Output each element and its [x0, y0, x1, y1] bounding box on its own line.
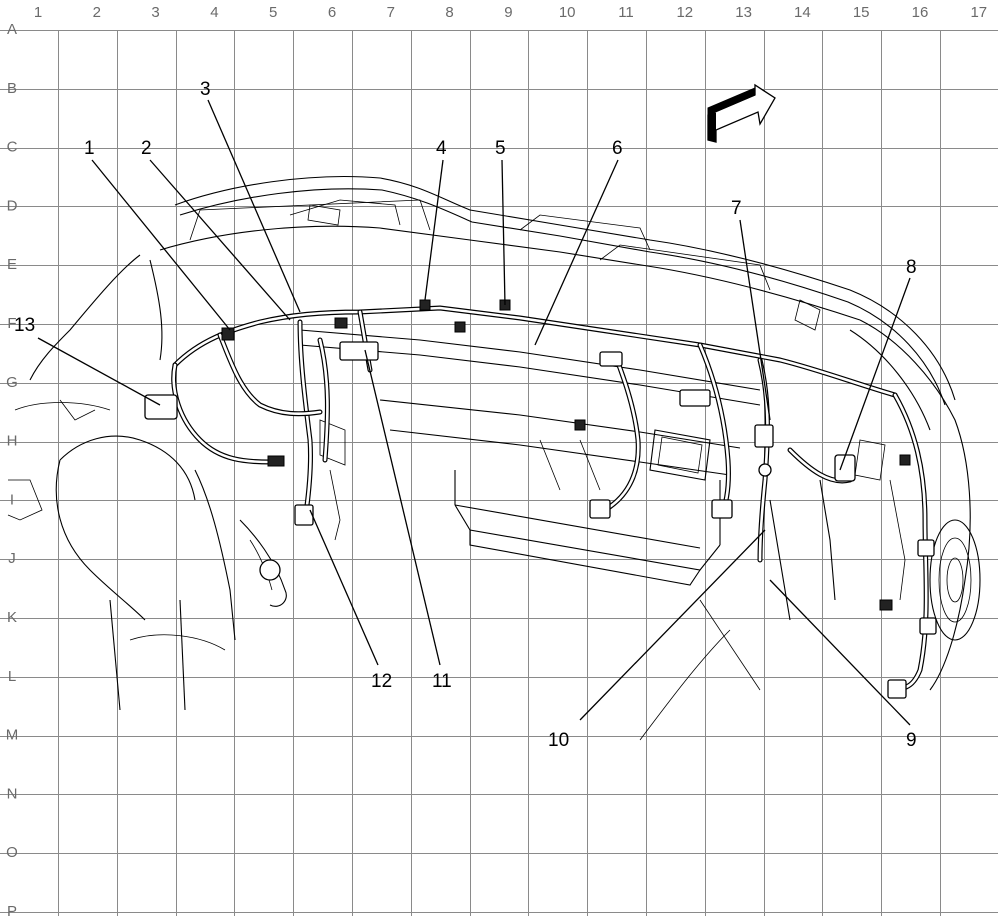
- column-label: 17: [970, 4, 987, 21]
- column-label: 12: [676, 4, 693, 21]
- callout-labels: 1 2 3 4 5 6 7 8 9 10 11 12 13: [14, 79, 917, 751]
- callout-1: 1: [84, 138, 95, 159]
- callout-12: 12: [371, 671, 392, 692]
- callout-4: 4: [436, 138, 447, 159]
- callout-6: 6: [612, 138, 623, 159]
- callout-leader-line: [769, 579, 911, 726]
- callout-2: 2: [141, 138, 152, 159]
- callout-leader-line: [579, 529, 766, 721]
- column-label: 16: [912, 4, 929, 21]
- callout-leader-line: [839, 277, 911, 471]
- row-label: L: [8, 668, 16, 685]
- column-label: 13: [735, 4, 752, 21]
- row-label: O: [6, 844, 18, 861]
- callout-8: 8: [906, 257, 917, 278]
- column-label: 10: [559, 4, 576, 21]
- column-label: 14: [794, 4, 811, 21]
- column-label: 8: [445, 4, 453, 21]
- callout-leader-line: [424, 159, 444, 301]
- callout-leader-line: [149, 159, 291, 321]
- row-labels: A B C D E F G H I J K L M N O P: [6, 21, 19, 916]
- row-label: N: [7, 785, 18, 802]
- callout-leader-line: [739, 219, 771, 421]
- row-label: P: [7, 903, 17, 916]
- callout-leader-line: [37, 337, 161, 406]
- row-label: C: [7, 139, 18, 156]
- callout-7: 7: [731, 198, 742, 219]
- callout-leader-line: [364, 349, 441, 666]
- row-label: J: [8, 550, 16, 567]
- callout-leader-line: [309, 509, 379, 666]
- row-label: D: [7, 197, 18, 214]
- callout-11: 11: [432, 671, 452, 692]
- callout-leader-line: [501, 159, 506, 306]
- column-label: 15: [853, 4, 870, 21]
- callout-leader-line: [534, 159, 619, 346]
- column-label: 4: [210, 4, 218, 21]
- wiring-harness-artwork: [144, 299, 937, 699]
- callout-3: 3: [200, 79, 211, 100]
- column-label: 1: [34, 4, 42, 21]
- column-label: 7: [387, 4, 395, 21]
- row-label: E: [7, 256, 17, 273]
- callout-leader-line: [91, 159, 231, 331]
- column-label: 6: [328, 4, 336, 21]
- row-label: M: [6, 727, 19, 744]
- row-label: F: [7, 315, 16, 332]
- column-label: 11: [618, 4, 634, 21]
- row-label: A: [7, 21, 17, 38]
- row-label: K: [7, 609, 17, 626]
- row-label: G: [6, 374, 18, 391]
- column-label: 9: [504, 4, 512, 21]
- callout-9: 9: [906, 730, 917, 751]
- forward-arrow-icon: [707, 83, 776, 143]
- row-label: I: [10, 491, 14, 508]
- instrument-panel-artwork: [7, 176, 981, 741]
- callout-leader-line: [207, 99, 301, 313]
- column-label: 2: [93, 4, 101, 21]
- callout-leader-lines: [37, 99, 911, 726]
- row-label: H: [7, 433, 18, 450]
- row-label: B: [7, 80, 17, 97]
- callout-5: 5: [495, 138, 506, 159]
- column-label: 5: [269, 4, 277, 21]
- callout-13: 13: [14, 315, 35, 336]
- callout-10: 10: [548, 730, 569, 751]
- column-label: 3: [151, 4, 159, 21]
